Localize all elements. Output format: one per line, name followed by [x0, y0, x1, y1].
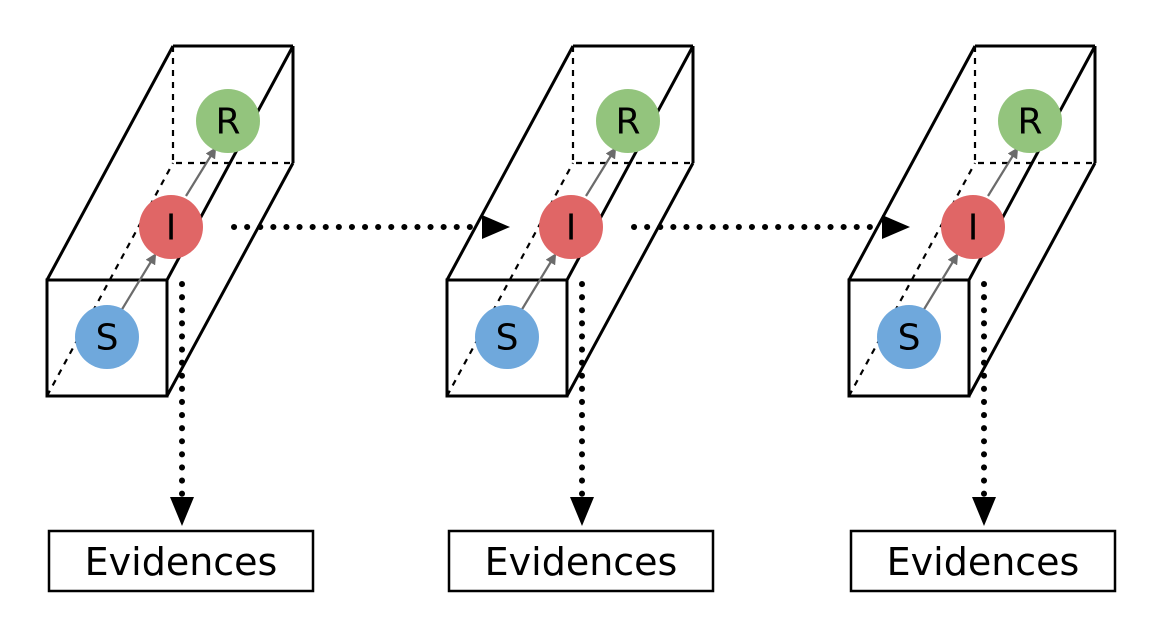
infected-node-label: I: [968, 208, 979, 249]
depth-edge: [45, 45, 175, 281]
susceptible-node: [475, 305, 539, 369]
s-to-i-arrow: [922, 253, 959, 312]
temporal-flow-arrowhead: [482, 215, 510, 239]
evidence-label: Evidences: [485, 540, 678, 584]
recovered-node-label: R: [1017, 102, 1042, 143]
temporal-flow-1-to-2: [231, 215, 510, 239]
evidence-label: Evidences: [85, 540, 278, 584]
i-to-r-arrow: [185, 147, 217, 197]
evidence-arrowhead: [972, 497, 996, 526]
s-to-i-arrow: [520, 253, 557, 312]
recovered-node: [998, 89, 1062, 153]
depth-edge: [445, 45, 575, 281]
depth-edge: [165, 162, 295, 397]
depth-edge: [565, 162, 695, 397]
recovered-node-label: R: [615, 102, 640, 143]
susceptible-node: [75, 305, 139, 369]
susceptible-node-label: S: [496, 318, 519, 359]
sir-unit-2: S I R Evidences: [445, 44, 715, 593]
hidden-edge: [973, 46, 1095, 165]
sir-unit-3: S I R Evidences: [847, 44, 1117, 593]
i-to-r-arrow: [987, 147, 1019, 197]
susceptible-node-label: S: [96, 318, 119, 359]
sir-unit-1: S I R Evidences: [45, 44, 315, 593]
evidence-box: [47, 529, 315, 593]
infected-node: [941, 195, 1005, 259]
evidence-arrowhead: [170, 497, 194, 526]
recovered-node-label: R: [215, 102, 240, 143]
infected-node: [139, 195, 203, 259]
depth-edge: [847, 45, 977, 281]
hidden-edge: [171, 46, 293, 165]
infected-node-label: I: [566, 208, 577, 249]
recovered-node: [596, 89, 660, 153]
temporal-flow-arrowhead: [882, 215, 910, 239]
front-face: [45, 278, 169, 398]
susceptible-node-label: S: [898, 318, 921, 359]
infected-node: [539, 195, 603, 259]
infected-node-label: I: [166, 208, 177, 249]
evidence-arrowhead: [570, 497, 594, 526]
evidence-box: [849, 529, 1117, 593]
hidden-edge: [571, 46, 693, 165]
susceptible-node: [877, 305, 941, 369]
front-face: [445, 278, 569, 398]
evidence-box: [447, 529, 715, 593]
depth-edge: [967, 162, 1097, 397]
s-to-i-arrow: [120, 253, 157, 312]
evidence-label: Evidences: [887, 540, 1080, 584]
i-to-r-arrow: [585, 147, 617, 197]
front-face: [847, 278, 971, 398]
recovered-node: [196, 89, 260, 153]
temporal-flow-2-to-3: [631, 215, 910, 239]
